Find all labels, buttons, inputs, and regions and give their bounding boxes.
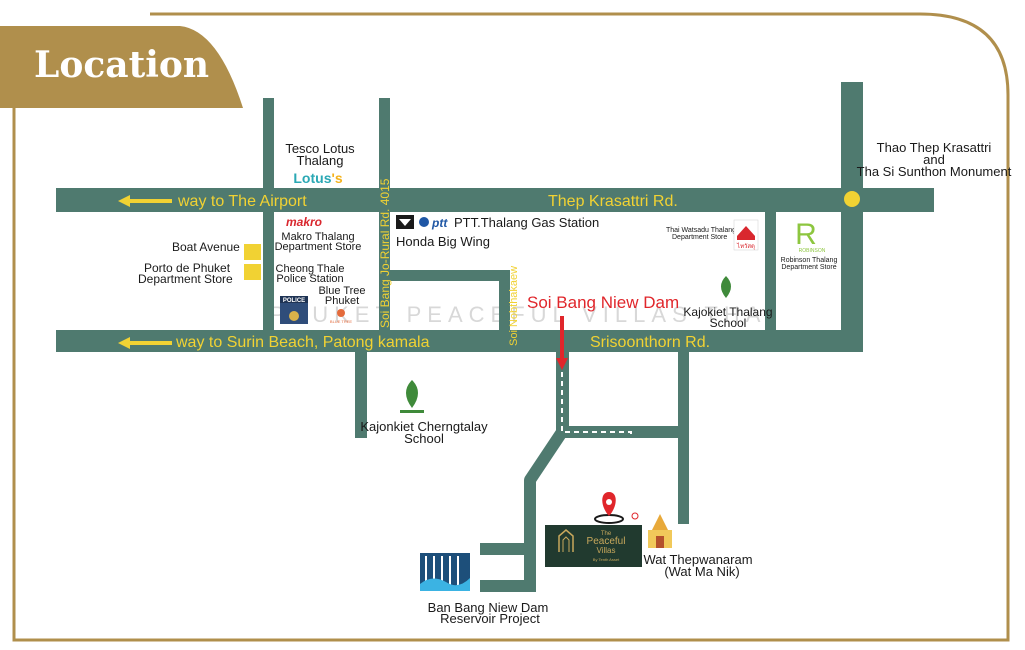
- label-tesco-line1: Tesco Lotus: [285, 141, 355, 156]
- road-label-airport: way to The Airport: [177, 193, 307, 210]
- blue-tree-icon: [337, 309, 345, 317]
- monument-marker: [844, 191, 860, 207]
- label-robinson-line2: Department Store: [781, 264, 836, 271]
- label-kajonkiet-thalang-line2: School: [710, 316, 747, 330]
- label-reservoir-line2: Reservoir Project: [440, 611, 540, 626]
- label-soi-bang-niew-dam: Soi Bang Niew Dam: [527, 293, 679, 312]
- road-network: [56, 82, 934, 592]
- label-ptt: PTT.Thalang Gas Station: [454, 215, 599, 230]
- diagonal-road: [524, 428, 567, 592]
- label-tesco-line2: Thalang: [297, 153, 344, 168]
- thai-watsadu-icon: [733, 219, 759, 251]
- road-label-surin: way to Surin Beach, Patong kamala: [175, 334, 430, 351]
- police-logo-text: POLICE: [283, 298, 305, 304]
- robinson-logo-text: ROBINSON: [799, 248, 826, 254]
- label-thai-watsadu-line1: Thai Watsadu Thalang: [666, 227, 736, 234]
- bluetree-logo-text: BLUE TREE: [330, 319, 352, 324]
- label-robinson-line1: Robinson Thalang: [781, 257, 838, 264]
- lotus-logo: Lotus's: [293, 170, 342, 186]
- honda-icon: [396, 215, 414, 229]
- route-dashed: [561, 345, 632, 520]
- label-thai-watsadu-line2: Department Store: [672, 234, 727, 241]
- project-line3: Villas: [597, 546, 616, 555]
- robinson-box: [776, 212, 841, 330]
- label-bluetree-line2: Phuket: [325, 295, 359, 307]
- project-line4: By Tenth Asset: [593, 557, 620, 562]
- label-kajonkiet-thalang-line1: Kajokiet Thalang: [683, 305, 772, 319]
- arrow-airport-icon: [118, 195, 172, 207]
- red-arrow-icon: [556, 316, 568, 370]
- label-kajonkiet-cherng-line2: School: [404, 431, 444, 446]
- page-title: Location: [34, 44, 210, 86]
- road-label-soi-nobthakaew: Soi Nobthakaew: [508, 266, 520, 346]
- ptt-icon: [419, 217, 429, 227]
- label-thao-line1: Thao Thep Krasattri: [877, 140, 992, 155]
- title-tab: [0, 26, 243, 108]
- project-line2: Peaceful: [587, 536, 626, 547]
- makro-logo: makro: [286, 215, 322, 229]
- label-wat-line2: (Wat Ma Nik): [664, 564, 739, 579]
- location-pin-icon: [594, 492, 624, 524]
- boat-avenue-marker: [244, 244, 261, 260]
- gold-frame: [12, 12, 1010, 642]
- label-reservoir-line1: Ban Bang Niew Dam: [428, 600, 549, 615]
- kajonkiet-cherngtalay-icon: [400, 380, 424, 413]
- label-porto-line1: Porto de Phuket: [144, 261, 231, 275]
- pin-dot: [631, 512, 639, 520]
- project-line1: The: [601, 531, 612, 537]
- road-label-srisoonthorn: Srisoonthorn Rd.: [590, 334, 710, 351]
- ptt-logo-text: ptt: [431, 216, 448, 230]
- project-box: [545, 525, 642, 567]
- watermark: PHUKET PEACEFUL VILLAS THALANG: [270, 302, 851, 327]
- kajonkiet-thalang-icon: [721, 276, 731, 298]
- thai-watsadu-logo: ไทวัสดุ: [736, 242, 755, 250]
- porto-marker: [244, 264, 261, 280]
- label-makro-line1: Makro Thalang: [281, 231, 354, 243]
- svg-text:R: R: [795, 218, 817, 251]
- label-porto-line2: Department Store: [138, 272, 233, 286]
- label-boat-avenue: Boat Avenue: [172, 240, 240, 254]
- arrow-surin-icon: [118, 337, 172, 349]
- dam-icon: [420, 553, 470, 591]
- robinson-icon: R: [795, 218, 817, 251]
- label-bluetree-line1: Blue Tree: [318, 285, 365, 297]
- road-label-thep-krasattri: Thep Krasattri Rd.: [548, 193, 678, 210]
- temple-icon: [648, 514, 672, 548]
- label-cheong-line1: Cheong Thale: [276, 263, 345, 275]
- police-station-icon: [280, 296, 308, 324]
- label-thao-line2: and: [923, 152, 945, 167]
- label-makro-line2: Department Store: [275, 241, 362, 253]
- road-label-soi-bang-jo: Soi Bang Jo-Rural Rd. 4015: [378, 178, 392, 328]
- project-logo-icon: [558, 529, 574, 552]
- label-cheong-line2: Police Station: [276, 273, 343, 285]
- label-wat-line1: Wat Thepwanaram: [643, 552, 752, 567]
- label-thao-line3: Tha Si Sunthon Monument: [857, 164, 1012, 179]
- label-honda: Honda Big Wing: [396, 234, 490, 249]
- label-kajonkiet-cherng-line1: Kajonkiet Cherngtalay: [360, 419, 488, 434]
